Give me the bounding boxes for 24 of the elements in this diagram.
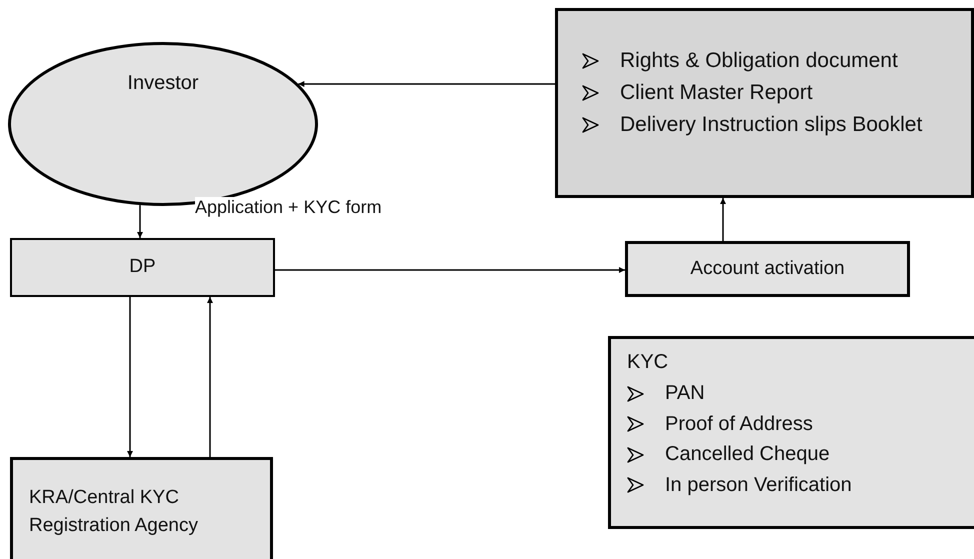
process-box xyxy=(625,241,910,297)
kyc-list-box xyxy=(608,336,974,529)
list-heading: KYC xyxy=(627,351,668,374)
arrow xyxy=(275,267,625,273)
arrow xyxy=(298,81,555,87)
list-item: Delivery Instruction slips Booklet xyxy=(620,113,922,137)
document-list-box xyxy=(555,8,974,198)
node-label: KRA/Central KYC Registration Agency xyxy=(29,486,199,538)
list-item: Proof of Address xyxy=(665,412,813,436)
node-label: Investor xyxy=(127,72,199,95)
list-item: PAN xyxy=(665,382,705,405)
arrow xyxy=(127,297,133,457)
list-item: Rights & Obligation document xyxy=(620,49,898,73)
list-item: Client Master Report xyxy=(620,81,813,105)
node-label: Account activation xyxy=(690,256,845,281)
arrow xyxy=(720,198,726,241)
process-box xyxy=(10,457,273,559)
list-item: In person Verification xyxy=(665,474,852,496)
process-box xyxy=(10,238,275,297)
list-item: Cancelled Cheque xyxy=(665,443,830,466)
arrow xyxy=(207,297,213,457)
edge-label: Application + KYC form xyxy=(195,197,382,218)
arrow xyxy=(137,205,143,238)
node-label: DP xyxy=(129,255,156,280)
